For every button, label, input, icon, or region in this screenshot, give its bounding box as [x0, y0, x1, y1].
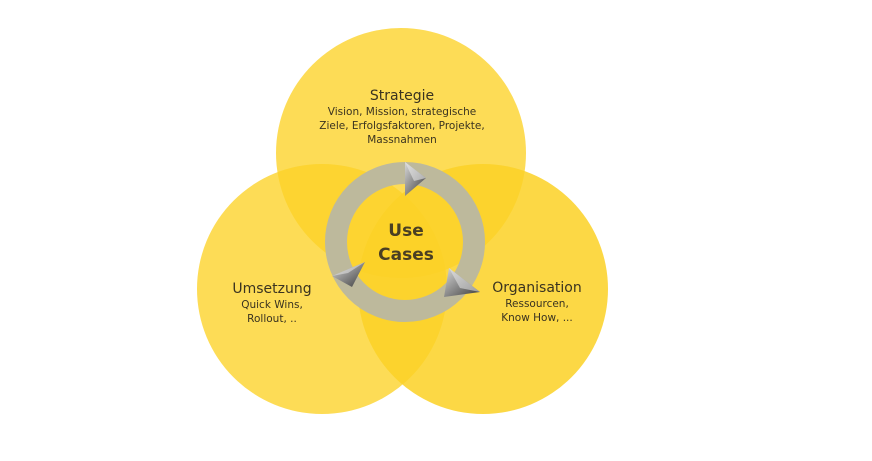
umsetzung-title: Umsetzung — [232, 281, 312, 297]
center-line-1: Use — [388, 221, 424, 241]
strategie-title: Strategie — [369, 88, 435, 104]
umsetzung-detail-1: Quick Wins, — [241, 299, 303, 311]
organisation-detail-2: Know How, ... — [501, 312, 573, 324]
strategie-detail-1: Vision, Mission, strategische — [327, 106, 477, 118]
organisation-detail-1: Ressourcen, — [505, 298, 569, 310]
arrow-right-icon — [444, 268, 480, 297]
strategie-label-group: Strategie Vision, Mission, strategische … — [300, 88, 504, 147]
center-line-2: Cases — [378, 245, 434, 265]
arrow-left-icon — [332, 262, 365, 287]
organisation-title: Organisation — [492, 280, 582, 296]
umsetzung-detail-2: Rollout, .. — [247, 313, 297, 325]
strategie-detail-2: Ziele, Erfolgsfaktoren, Projekte, — [319, 120, 485, 132]
center-label: Use Cases — [356, 219, 456, 267]
arrow-top-icon — [405, 162, 426, 196]
organisation-label-group: Organisation Ressourcen, Know How, ... — [470, 280, 604, 325]
strategie-detail-3: Massnahmen — [367, 134, 437, 146]
circle-organisation — [358, 164, 608, 414]
umsetzung-label-group: Umsetzung Quick Wins, Rollout, .. — [212, 281, 332, 326]
